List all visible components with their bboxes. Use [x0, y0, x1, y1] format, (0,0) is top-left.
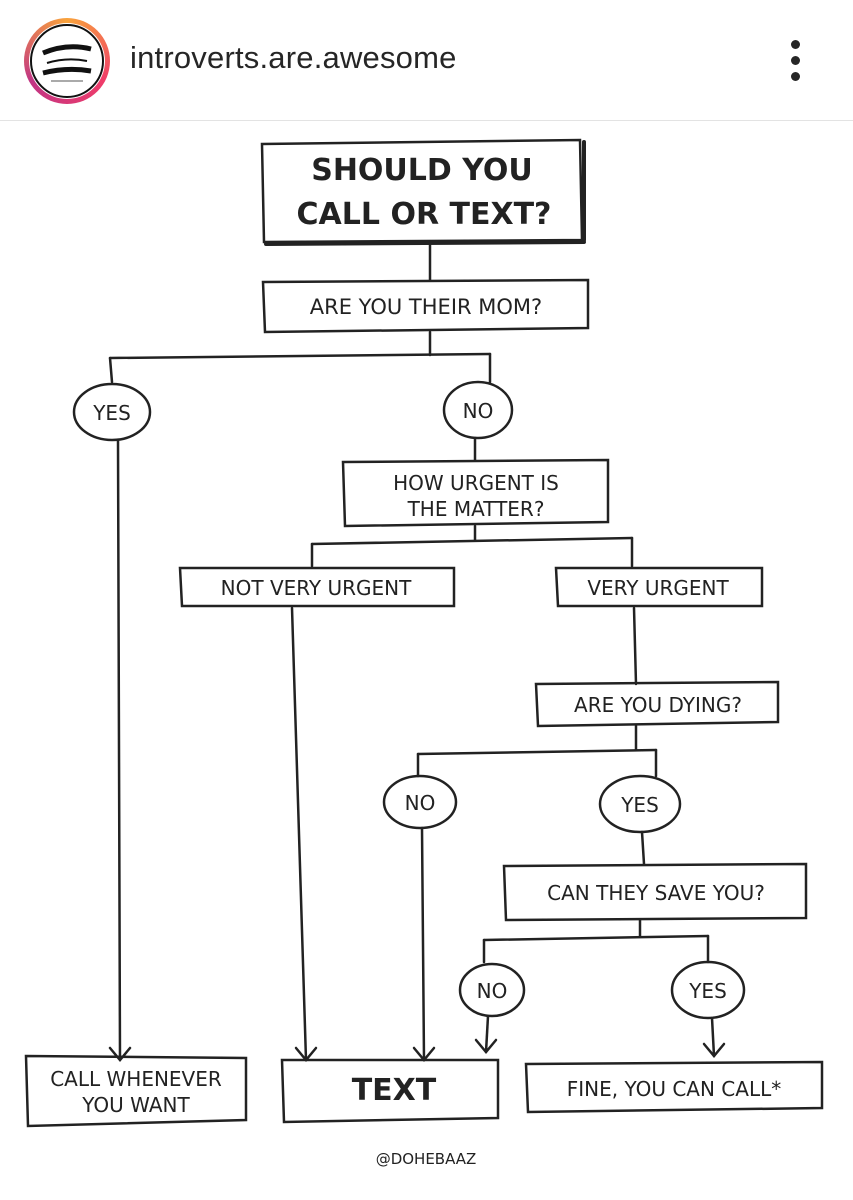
flowchart-image: SHOULD YOU CALL OR TEXT? ARE YOU THEIR M…	[0, 120, 853, 1200]
yes-bubble-1	[72, 382, 152, 442]
no-label-3: NO	[477, 979, 508, 1003]
question-urgent-line-2: THE MATTER?	[407, 497, 545, 521]
yes-label-3: YES	[688, 979, 727, 1003]
result-fine-label: FINE, YOU CAN CALL*	[567, 1077, 781, 1101]
result-box-fine-call	[524, 1060, 824, 1114]
question-save-label: CAN THEY SAVE YOU?	[547, 881, 765, 905]
question-urgent-line-1: HOW URGENT IS	[393, 471, 559, 495]
question-box-mom	[261, 278, 590, 334]
question-box-dying	[534, 680, 780, 728]
title-line-2: CALL OR TEXT?	[297, 197, 552, 232]
result-text-label: TEXT	[352, 1073, 437, 1108]
yes-bubble-2	[598, 774, 682, 834]
result-box-call-whenever	[24, 1054, 248, 1128]
yes-label-2: YES	[620, 793, 659, 817]
result-box-text	[280, 1058, 500, 1124]
result-call-line-2: YOU WANT	[81, 1093, 190, 1117]
no-label-1: NO	[463, 399, 494, 423]
very-urgent-label: VERY URGENT	[587, 576, 729, 600]
no-bubble-3	[458, 962, 526, 1018]
more-options-icon[interactable]	[780, 34, 812, 86]
no-label-2: NO	[405, 791, 436, 815]
yes-bubble-3	[670, 960, 746, 1020]
profile-avatar[interactable]	[24, 18, 110, 104]
introverts-logo-icon	[29, 23, 105, 99]
artist-credit: @DOHEBAAZ	[376, 1150, 477, 1168]
title-line-1: SHOULD YOU	[311, 153, 533, 188]
no-bubble-1	[442, 380, 514, 440]
question-box-save	[502, 862, 808, 922]
not-urgent-label: NOT VERY URGENT	[221, 576, 412, 600]
question-mom-label: ARE YOU THEIR MOM?	[310, 295, 542, 319]
very-urgent-box	[554, 566, 764, 608]
yes-label-1: YES	[92, 401, 131, 425]
username-link[interactable]: introverts.are.awesome	[130, 40, 457, 75]
post-header: introverts.are.awesome	[0, 0, 853, 121]
question-box-urgent	[341, 458, 610, 528]
question-dying-label: ARE YOU DYING?	[574, 693, 742, 717]
no-bubble-2	[382, 774, 458, 830]
result-call-line-1: CALL WHENEVER	[50, 1067, 222, 1091]
not-urgent-box	[178, 566, 456, 608]
